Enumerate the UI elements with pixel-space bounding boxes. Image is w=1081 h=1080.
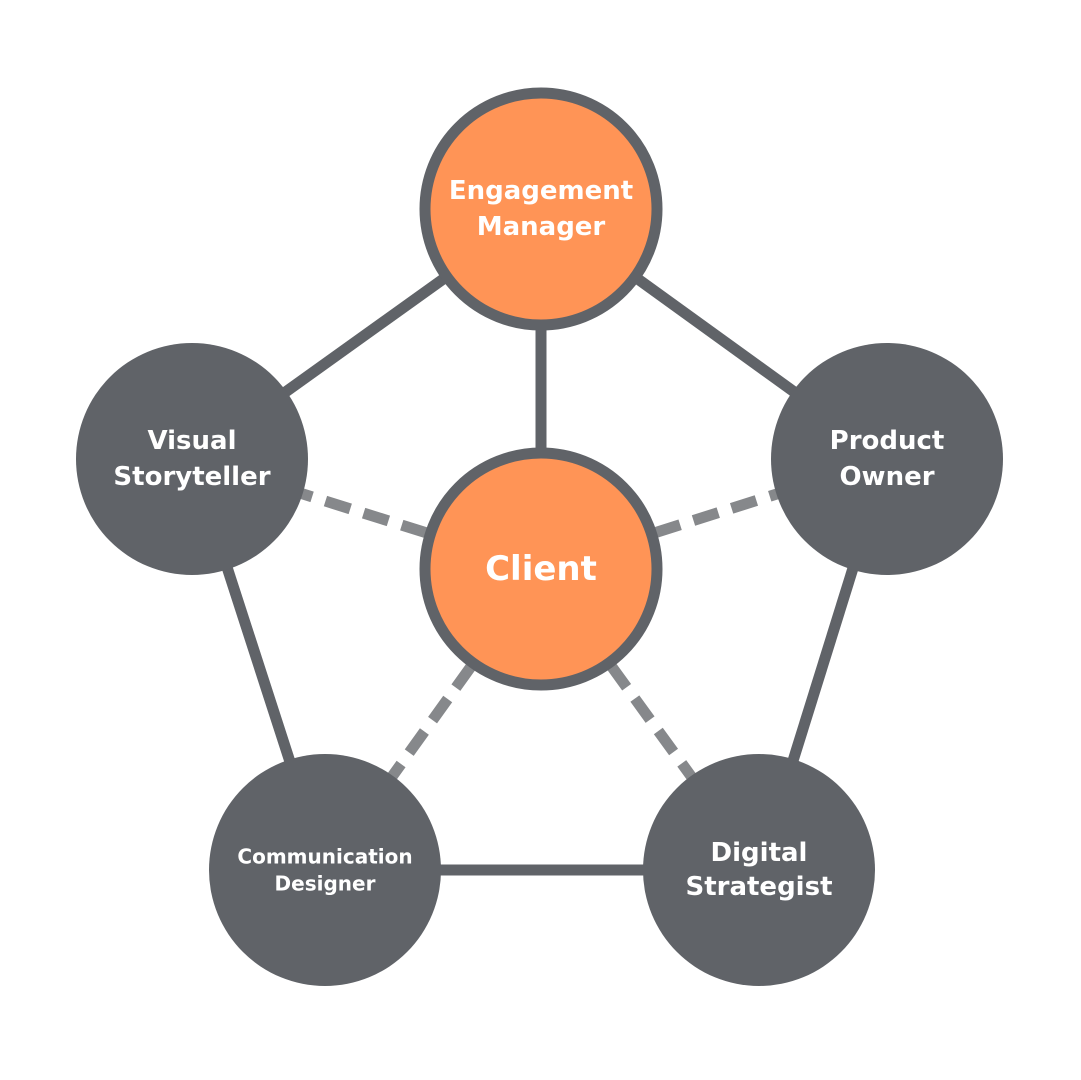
node-label-engagement-manager-line-2: Manager <box>477 212 606 242</box>
node-label-product-owner-line-2: Owner <box>839 462 934 492</box>
node-circle-communication-designer <box>209 754 441 986</box>
node-label-client-line-1: Client <box>485 549 597 589</box>
node-label-communication-designer-line-1: Communication <box>237 845 412 869</box>
node-label-visual-storyteller-line-2: Storyteller <box>113 462 270 492</box>
node-label-engagement-manager-line-1: Engagement <box>449 176 633 206</box>
node-label-visual-storyteller-line-1: Visual <box>147 426 236 456</box>
node-circle-engagement-manager <box>419 87 663 331</box>
node-label-digital-strategist-line-1: Digital <box>711 838 808 868</box>
node-circle-product-owner <box>771 343 1003 575</box>
node-client: Client <box>419 447 663 691</box>
node-circle-digital-strategist <box>643 754 875 986</box>
node-label-digital-strategist-line-2: Strategist <box>685 872 832 902</box>
node-circle-client <box>419 447 663 691</box>
node-circle-visual-storyteller <box>76 343 308 575</box>
node-label-communication-designer-line-2: Designer <box>275 872 376 896</box>
node-label-product-owner-line-1: Product <box>830 426 945 456</box>
